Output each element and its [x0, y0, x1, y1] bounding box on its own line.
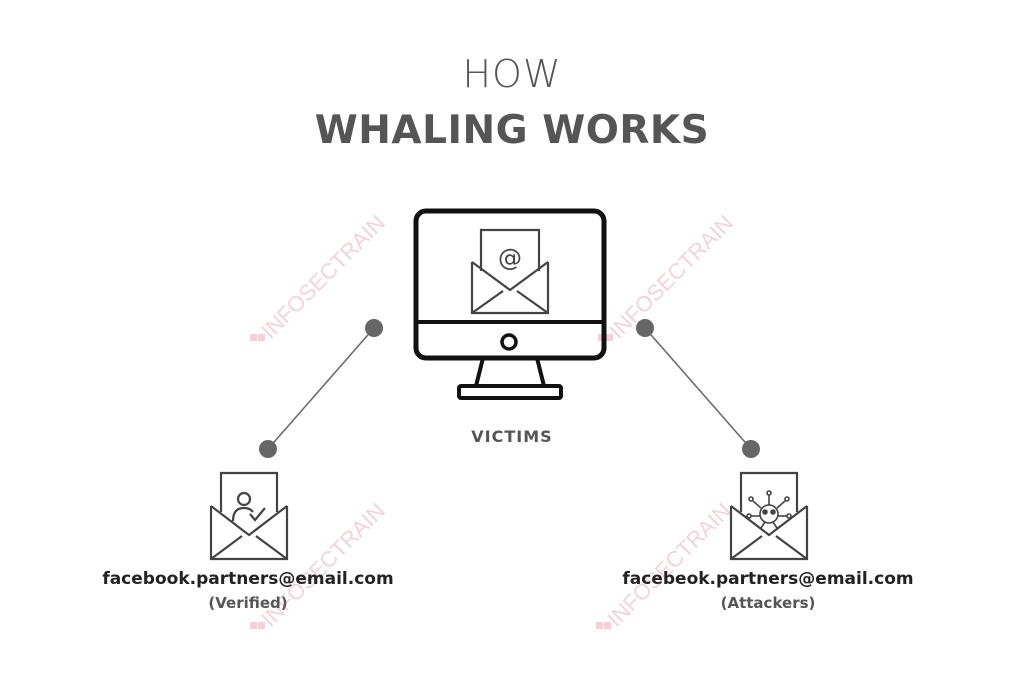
- malicious-mail-icon: [729, 471, 809, 561]
- left-connector: [259, 319, 383, 458]
- victims-label: VICTIMS: [471, 427, 553, 446]
- title-how: HOW: [462, 52, 562, 96]
- connector-dot: [636, 319, 654, 337]
- svg-text:@: @: [498, 244, 522, 272]
- connector-dot: [259, 440, 277, 458]
- connector-dot: [365, 319, 383, 337]
- attacker-note: (Attackers): [720, 594, 816, 612]
- attacker-email: facebeok.partners@email.com: [622, 569, 914, 589]
- verified-mail-icon: [209, 471, 289, 561]
- monitor-email-icon: @: [413, 208, 607, 400]
- verified-email: facebook.partners@email.com: [102, 569, 394, 589]
- connector-dot: [742, 440, 760, 458]
- title-main: WHALING WORKS: [314, 108, 710, 153]
- verified-note: (Verified): [208, 594, 288, 612]
- skull-virus-icon: [746, 490, 792, 529]
- email-envelope-icon: @: [470, 228, 550, 315]
- user-check-icon: [231, 491, 266, 522]
- right-connector: [636, 319, 760, 458]
